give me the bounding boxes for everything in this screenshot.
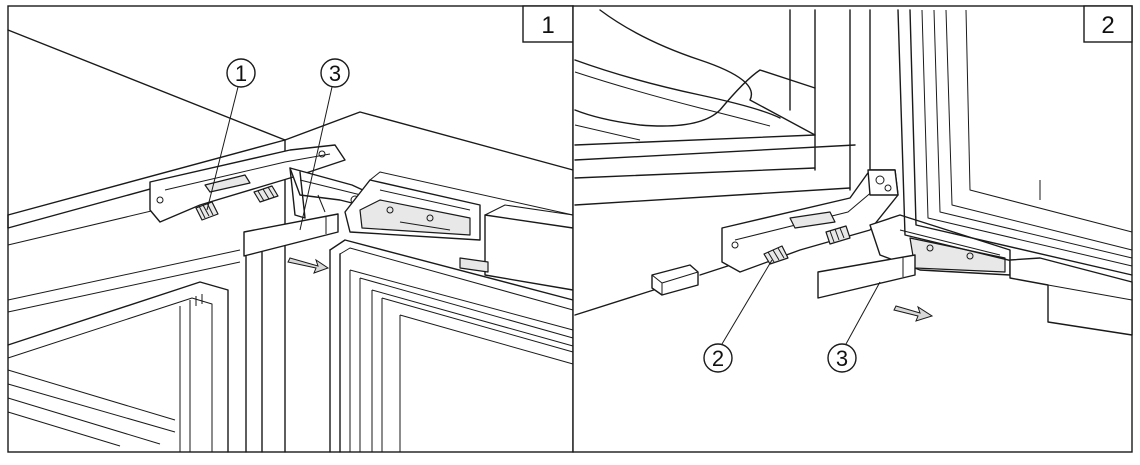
svg-text:1: 1 [235,61,247,86]
svg-text:3: 3 [836,346,848,371]
pull-direction-arrow-2 [893,305,934,322]
panel-2: 2 2 3 [572,5,1133,453]
door-top-edge [329,239,574,301]
drawer-upper-edge [599,9,816,136]
svg-text:3: 3 [329,61,341,86]
svg-text:2: 2 [712,346,724,371]
pull-direction-arrow [287,257,330,274]
cover-strip-3-panel-2 [817,254,916,299]
small-cover-cap [651,264,699,296]
lower-compartment-outline [7,281,229,453]
panel-2-number: 2 [1101,12,1114,39]
panel-1-number: 1 [541,12,554,39]
callout-2-screw: 2 [703,259,773,373]
right-cabinet-block-2 [1009,257,1133,336]
panel-1-number-box: 1 [522,5,574,43]
screw-2 [253,185,279,203]
screw-1 [195,201,219,221]
callout-1-screw: 1 [206,58,256,211]
callout-3-cover-strip-panel-2: 3 [827,281,881,373]
screw-4 [825,225,851,245]
cover-strip-3 [243,213,339,257]
panel-2-number-box: 2 [1083,5,1133,43]
cabinet-top-back-edge [284,111,574,171]
cabinet-front-edge-2 [574,187,851,206]
callout-3-cover-strip-panel-1: 3 [299,58,350,231]
panel-1: 1 1 3 [7,5,574,453]
screw-3 [763,245,789,265]
